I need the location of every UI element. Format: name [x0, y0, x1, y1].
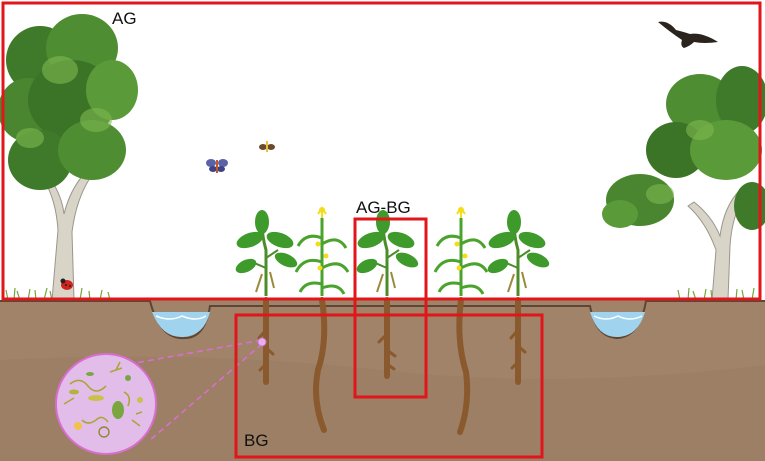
root-4 — [456, 297, 471, 435]
interface-box — [353, 217, 428, 399]
interface-label: AG-BG — [356, 198, 411, 217]
moth-icon — [259, 141, 275, 152]
butterfly-icon — [206, 159, 228, 173]
ladybug-icon — [60, 278, 73, 290]
maize-plant-1 — [294, 206, 350, 296]
soybean-plant-1 — [235, 210, 298, 296]
microbe-zoom-circle — [55, 353, 157, 455]
maize-plant-2 — [433, 206, 489, 296]
water-pond-right — [590, 312, 645, 338]
above-ground-box — [1, 1, 762, 301]
root-3 — [377, 297, 397, 379]
below-ground-box — [234, 313, 544, 459]
tree-left — [0, 14, 138, 301]
microbe-zoom-callout — [55, 337, 267, 455]
soil-shade — [0, 356, 765, 461]
bird-icon — [658, 21, 718, 48]
soybean-plant-3 — [487, 210, 550, 296]
water-pond-left — [152, 312, 210, 338]
soybean-plant-2 — [356, 210, 419, 296]
root-2 — [313, 297, 328, 433]
above-ground-label: AG — [112, 9, 137, 28]
tree-right — [602, 66, 765, 301]
below-ground-label: BG — [244, 431, 269, 450]
